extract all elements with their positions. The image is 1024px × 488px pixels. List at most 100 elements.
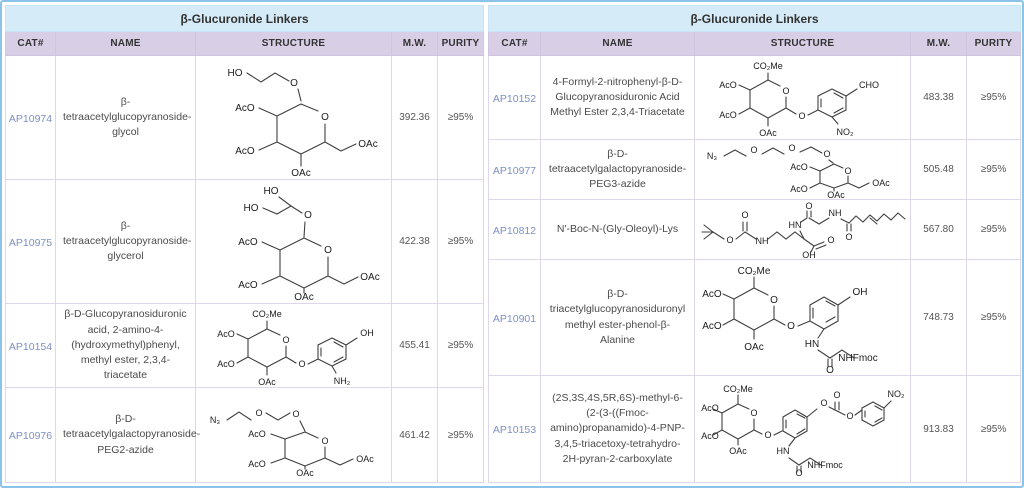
atom-label: O [798, 111, 805, 121]
atom-label: HO [227, 68, 242, 79]
atom-label: CO₂Me [737, 266, 770, 277]
catalog-link[interactable]: AP10812 [492, 224, 537, 237]
atom-label: OAc [360, 272, 379, 283]
col-header-purity: PURITY [966, 31, 1021, 56]
atom-label: OAc [744, 342, 763, 353]
atom-label: O [844, 166, 851, 176]
atom-label: AcO [238, 237, 258, 248]
purity-value: ≥95% [966, 139, 1021, 200]
compound-name: β-D-tetraacetylgalactopyranoside-PEG2-az… [63, 413, 201, 456]
atom-label: NO₂ [887, 389, 905, 399]
atom-label: OAc [358, 139, 377, 150]
structure-ap10976: N₃ O O O AcO AcO OAc OAc [209, 408, 373, 476]
atom-label: NHFmoc [807, 460, 843, 470]
atom-label: O [764, 430, 771, 440]
molecular-weight: 748.73 [910, 259, 967, 376]
atom-label: HN [788, 220, 801, 230]
table-title: β-Glucuronide Linkers [488, 5, 1021, 32]
table-title-row: β-Glucuronide Linkers [488, 5, 1021, 32]
atom-label: OAc [759, 128, 777, 138]
molecular-weight: 483.38 [910, 55, 967, 140]
atom-label: O [788, 143, 795, 153]
table-row: AP10977 β-D-tetraacetylgalactopyranoside… [488, 139, 1021, 200]
atom-label: HO [243, 203, 258, 214]
structure-ap10812: O O NH O OH HN O NH O [700, 202, 906, 258]
catalog-link[interactable]: AP10977 [492, 164, 537, 177]
atom-label: OAc [291, 168, 310, 178]
molecular-weight: 392.36 [391, 55, 438, 180]
table-row: AP10974 β-tetraacetylglucopyranoside-gly… [5, 55, 484, 180]
atom-label: OAc [729, 446, 747, 456]
compound-name: N'-Boc-N-(Gly-Oleoyl)-Lys [556, 222, 679, 235]
col-header-name: NAME [540, 31, 695, 56]
structure-ap10974: HO O O AcO AcO OAc OAc [227, 68, 377, 178]
catalog-link[interactable]: AP10152 [492, 92, 537, 105]
linkers-table-left: β-Glucuronide Linkers CAT# NAME STRUCTUR… [5, 5, 484, 483]
atom-label: HN [776, 446, 789, 456]
atom-label: OAc [872, 178, 890, 188]
col-header-structure: STRUCTURE [195, 31, 392, 56]
atom-label: AcO [790, 184, 808, 194]
atom-label: O [845, 232, 852, 242]
table-title: β-Glucuronide Linkers [5, 5, 484, 32]
atom-label: NO₂ [836, 127, 854, 137]
atom-label: O [820, 398, 827, 408]
atom-label: OAc [258, 377, 276, 386]
catalog-link[interactable]: AP10901 [492, 312, 537, 325]
structure-ap10975: HO HO O O AcO AcO OAc OAc [238, 186, 379, 302]
molecular-weight: 422.38 [391, 179, 438, 304]
compound-name: β-tetraacetylglucopyranoside-glycerol [63, 219, 192, 263]
table-title-row: β-Glucuronide Linkers [5, 5, 484, 32]
atom-label: AcO [235, 103, 255, 114]
col-header-name: NAME [55, 31, 196, 56]
atom-label: O [324, 245, 332, 256]
atom-label: AcO [702, 321, 722, 332]
atom-label: OH [802, 250, 816, 258]
atom-label: AcO [790, 162, 808, 172]
table-row: AP10153 (2S,3S,4S,5R,6S)-methyl-6-(2-(3-… [488, 375, 1021, 483]
atom-label: AcO [217, 359, 235, 369]
catalog-link[interactable]: AP10976 [8, 430, 53, 442]
atom-label: OAc [296, 468, 314, 476]
purity-value: ≥95% [437, 179, 484, 304]
atom-label: OAc [294, 292, 313, 302]
molecular-weight: 461.42 [391, 387, 438, 483]
catalog-link[interactable]: AP10974 [8, 112, 53, 125]
col-header-cat: CAT# [488, 31, 541, 56]
atom-label: O [833, 390, 840, 400]
atom-label: O [827, 235, 834, 245]
purity-value: ≥95% [437, 387, 484, 483]
atom-label: HN [804, 339, 818, 350]
atom-label: O [787, 321, 795, 332]
atom-label: AcO [248, 459, 266, 469]
purity-value: ≥95% [966, 375, 1021, 483]
compound-name: β-D-Glucopyranosiduronic acid, 2-amino-4… [64, 308, 187, 382]
purity-value: ≥95% [437, 303, 484, 388]
col-header-cat: CAT# [5, 31, 56, 56]
atom-label: AcO [235, 146, 255, 157]
catalog-link[interactable]: AP10153 [492, 424, 537, 436]
atom-label: HO [263, 186, 278, 197]
atom-label: CHO [859, 80, 879, 90]
compound-name: β-tetraacetylglucopyranoside-glycol [63, 95, 192, 139]
table-row: AP10152 4-Formyl-2-nitrophenyl-β-D-Gluco… [488, 55, 1021, 140]
atom-label: AcO [719, 110, 737, 120]
col-header-structure: STRUCTURE [694, 31, 911, 56]
atom-label: AcO [248, 429, 266, 439]
atom-label: O [304, 210, 312, 221]
atom-label: OAc [827, 190, 845, 198]
atom-label: O [255, 408, 262, 418]
molecular-weight: 455.41 [391, 303, 438, 388]
col-header-purity: PURITY [437, 31, 484, 56]
table-row: AP10975 β-tetraacetylglucopyranoside-gly… [5, 179, 484, 304]
catalog-link[interactable]: AP10154 [8, 340, 53, 353]
atom-label: O [290, 78, 298, 89]
column-header-row: CAT# NAME STRUCTURE M.W. PURITY [488, 31, 1021, 56]
table-row: AP10812 N'-Boc-N-(Gly-Oleoyl)-Lys [488, 199, 1021, 260]
atom-label: O [805, 202, 812, 211]
table-row: AP10154 β-D-Glucopyranosiduronic acid, 2… [5, 303, 484, 388]
atom-label: NHFmoc [838, 353, 877, 364]
atom-label: O [321, 112, 329, 123]
catalog-link[interactable]: AP10975 [8, 236, 53, 249]
